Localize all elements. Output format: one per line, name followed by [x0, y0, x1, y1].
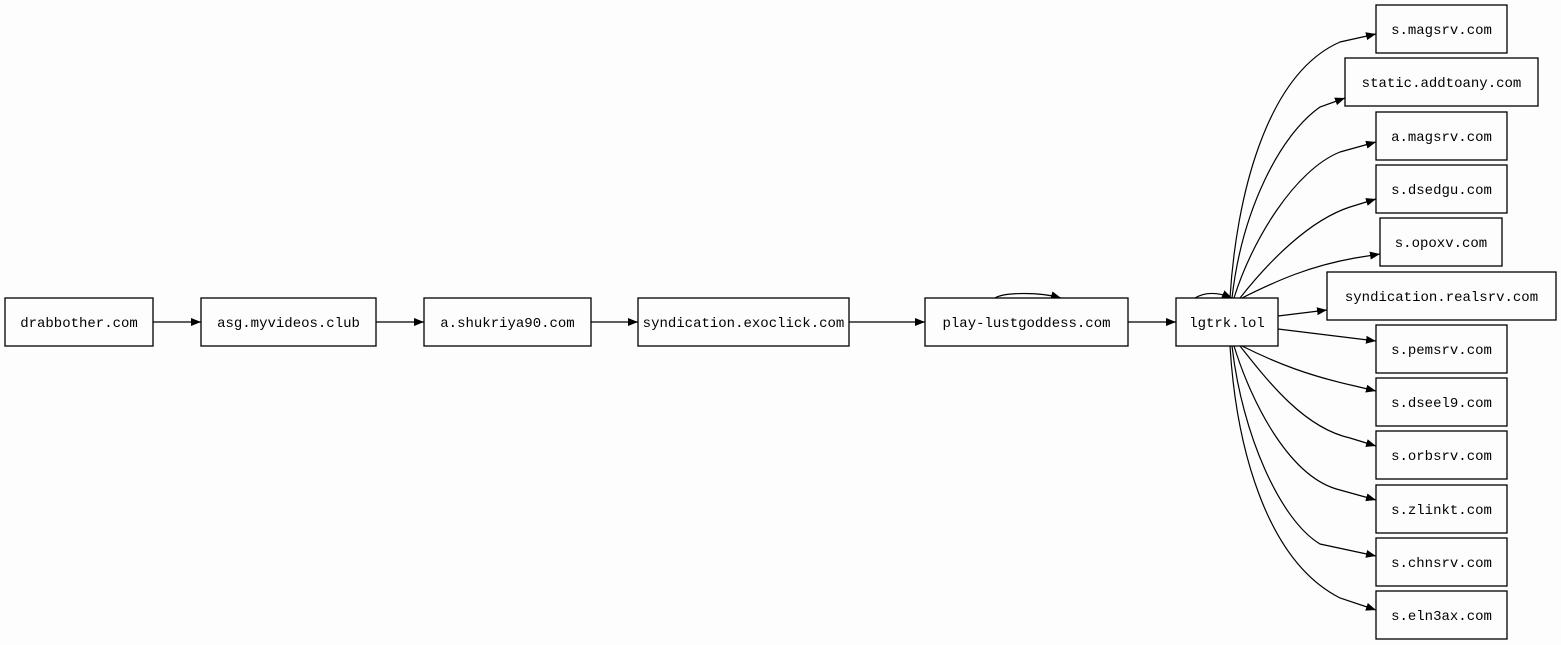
node-box [1175, 297, 1279, 347]
edge-lustgoddess-to-lustgoddess [994, 291, 1062, 300]
node-label: s.dseel9.com [1391, 396, 1492, 412]
node-dsedgu: s.dsedgu.com [1375, 164, 1508, 214]
node-label: syndication.exoclick.com [643, 316, 845, 332]
node-label: a.shukriya90.com [440, 316, 574, 332]
node-addtoany: static.addtoany.com [1344, 57, 1539, 107]
node-box [423, 297, 592, 347]
node-orbsrv: s.orbsrv.com [1375, 430, 1508, 480]
edge-lgtrk-to-eln3ax [1229, 345, 1377, 611]
node-box [924, 297, 1129, 347]
node-box [1326, 271, 1557, 321]
edge-lgtrk-to-pemsrv [1277, 328, 1377, 344]
node-label: s.eln3ax.com [1391, 609, 1492, 625]
node-shukriya: a.shukriya90.com [423, 297, 592, 347]
node-box [1375, 590, 1508, 640]
node-box [1375, 377, 1508, 427]
node-box [4, 297, 154, 347]
edge-lgtrk-to-opoxv [1241, 251, 1381, 299]
node-lgtrk: lgtrk.lol [1175, 297, 1279, 347]
edges [153, 32, 1381, 611]
node-s_magsrv: s.magsrv.com [1375, 4, 1508, 54]
edge-lgtrk-to-addtoany [1231, 97, 1346, 299]
node-label: s.chnsrv.com [1391, 556, 1492, 572]
node-dseel9: s.dseel9.com [1375, 377, 1508, 427]
edge-lgtrk-to-zlinkt [1233, 345, 1377, 502]
node-drabbother: drabbother.com [4, 297, 154, 347]
node-box [1375, 111, 1508, 161]
node-box [1344, 57, 1539, 107]
node-pemsrv: s.pemsrv.com [1375, 324, 1508, 374]
node-box [1379, 217, 1503, 267]
node-exoclick: syndication.exoclick.com [637, 297, 850, 347]
node-box [1375, 430, 1508, 480]
node-realsrv: syndication.realsrv.com [1326, 271, 1557, 321]
node-box [1375, 164, 1508, 214]
edge-lgtrk-to-lgtrk [1194, 290, 1233, 299]
node-label: syndication.realsrv.com [1345, 290, 1538, 306]
node-lustgoddess: play-lustgoddess.com [924, 297, 1129, 347]
node-label: s.magsrv.com [1391, 23, 1492, 39]
edge-lgtrk-to-dsedgu [1239, 198, 1377, 299]
node-label: s.zlinkt.com [1391, 503, 1492, 519]
edge-lgtrk-to-chnsrv [1231, 345, 1377, 558]
node-chnsrv: s.chnsrv.com [1375, 537, 1508, 587]
node-label: static.addtoany.com [1362, 76, 1522, 92]
node-box [1375, 537, 1508, 587]
node-opoxv: s.opoxv.com [1379, 217, 1503, 267]
node-label: asg.myvideos.club [217, 316, 360, 332]
node-label: s.pemsrv.com [1391, 343, 1492, 359]
node-label: s.opoxv.com [1395, 236, 1487, 252]
node-box [200, 297, 377, 347]
node-eln3ax: s.eln3ax.com [1375, 590, 1508, 640]
node-zlinkt: s.zlinkt.com [1375, 484, 1508, 534]
edge-lgtrk-to-orbsrv [1239, 345, 1377, 447]
node-box [1375, 4, 1508, 54]
node-box [637, 297, 850, 347]
node-label: lgtrk.lol [1189, 316, 1265, 332]
node-label: drabbother.com [20, 316, 138, 332]
node-a_magsrv: a.magsrv.com [1375, 111, 1508, 161]
node-label: a.magsrv.com [1391, 130, 1492, 146]
node-asg: asg.myvideos.club [200, 297, 377, 347]
node-label: play-lustgoddess.com [942, 316, 1110, 332]
node-label: s.dsedgu.com [1391, 183, 1492, 199]
edge-lgtrk-to-dseel9 [1241, 345, 1377, 393]
edge-lgtrk-to-realsrv [1277, 307, 1328, 317]
nodes: drabbother.com asg.myvideos.club a.shukriy… [4, 4, 1557, 640]
edge-lgtrk-to-a_magsrv [1233, 140, 1377, 299]
edge-lgtrk-to-s_magsrv [1229, 32, 1377, 299]
node-box [1375, 484, 1508, 534]
node-box [1375, 324, 1508, 374]
node-label: s.orbsrv.com [1391, 449, 1492, 465]
